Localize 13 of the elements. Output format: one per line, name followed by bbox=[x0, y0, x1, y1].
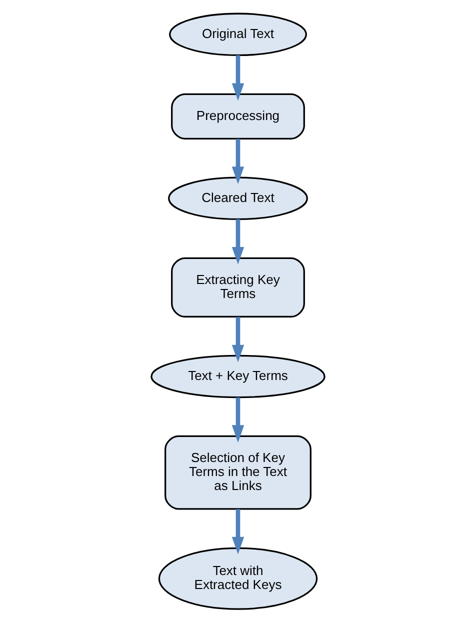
arrow bbox=[232, 219, 244, 264]
arrow bbox=[232, 397, 244, 443]
arrow bbox=[232, 316, 244, 362]
node-ellipse: Original Text bbox=[169, 12, 307, 56]
arrow bbox=[232, 509, 244, 554]
arrow bbox=[232, 55, 244, 101]
arrow bbox=[232, 138, 244, 184]
node-box: Extracting Key Terms bbox=[171, 257, 305, 318]
node-box: Selection of Key Terms in the Text as Links bbox=[164, 435, 312, 510]
node-ellipse: Text + Key Terms bbox=[150, 354, 326, 398]
node-ellipse: Text with Extracted Keys bbox=[158, 547, 318, 610]
node-box: Preprocessing bbox=[171, 93, 305, 140]
node-ellipse: Cleared Text bbox=[168, 176, 308, 220]
